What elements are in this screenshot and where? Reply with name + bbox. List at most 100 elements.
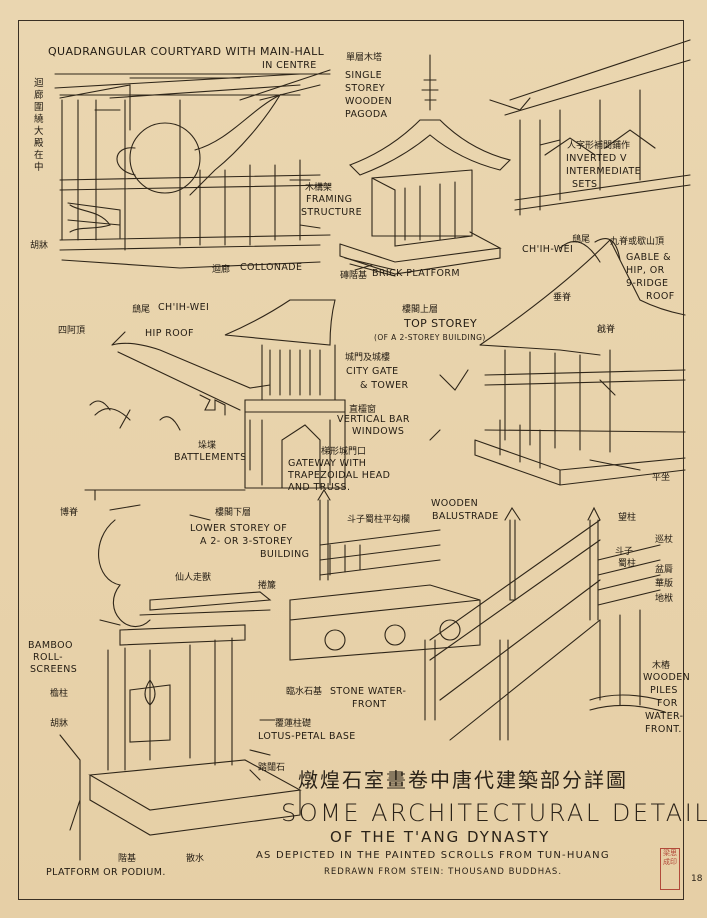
label-dougong-cjk: 斗子蜀柱平勾欄 bbox=[347, 515, 411, 525]
label-piles-4: WATER- bbox=[645, 711, 684, 722]
top-storey-drawing bbox=[429, 238, 686, 486]
title-credit: REDRAWN FROM STEIN: THOUSAND BUDDHAS. bbox=[324, 867, 563, 877]
stair-drawing bbox=[424, 506, 666, 741]
label-invv-1: INVERTED V bbox=[566, 153, 627, 164]
label-citygate-cjk: 城門及城樓 bbox=[345, 353, 391, 363]
label-hufu-cjk: 胡牀 bbox=[30, 241, 49, 251]
label-citygate-1: CITY GATE bbox=[346, 366, 399, 377]
label-collonade-cjk: 迴廊 bbox=[212, 265, 231, 275]
label-gateway-1: GATEWAY WITH bbox=[288, 458, 367, 469]
label-bamboo-3: SCREENS bbox=[30, 664, 78, 675]
label-chuiji2-cjk: 博脊 bbox=[60, 508, 79, 518]
label-battle: BATTLEMENTS bbox=[174, 452, 247, 463]
label-platform: PLATFORM OR PODIUM. bbox=[46, 867, 166, 878]
label-bamboo-2: ROLL- bbox=[33, 652, 63, 663]
label-gable-cjk: 九脊或歇山頂 bbox=[610, 237, 665, 247]
label-douzi-cjk: 斗子 bbox=[615, 547, 634, 557]
pagoda-drawing bbox=[339, 54, 512, 277]
label-piles-5: FRONT. bbox=[645, 724, 682, 735]
title-chinese: 燉煌石室畫卷中唐代建築部分詳圖 bbox=[298, 768, 628, 792]
label-hiproof: HIP ROOF bbox=[145, 328, 194, 339]
label-invv-2: INTERMEDIATE bbox=[566, 166, 641, 177]
label-gateway-3: AND TRUSS. bbox=[288, 482, 351, 493]
label-invv-3: SETS bbox=[572, 179, 598, 190]
label-brick: BRICK PLATFORM bbox=[372, 268, 460, 279]
label-invv-cjk: 人字形補間鋪作 bbox=[567, 141, 631, 151]
hip-roof-drawing bbox=[89, 331, 271, 431]
label-courtyard-2: IN CENTRE bbox=[262, 60, 317, 71]
label-collonade: COLLONADE bbox=[240, 262, 303, 273]
label-courtyard-cjk: 迴廊圍繞大殿在中 bbox=[34, 78, 44, 173]
label-xianren-cjk: 仙人走獸 bbox=[175, 573, 212, 583]
label-topstorey-cjk: 樓閣上層 bbox=[402, 305, 439, 315]
lower-storey-drawing bbox=[59, 489, 302, 861]
title-main: SOME ARCHITECTURAL DETAILS bbox=[281, 799, 707, 827]
label-lower-cjk: 樓閣下層 bbox=[215, 508, 252, 518]
page-number: 18 bbox=[691, 874, 703, 884]
label-brick-cjk: 磚階基 bbox=[340, 271, 368, 281]
balustrade-drawing bbox=[289, 488, 481, 661]
label-chuiji-cjk: 垂脊 bbox=[553, 293, 572, 303]
label-stone-2: FRONT bbox=[352, 699, 387, 710]
label-platform-cjk: 階基 bbox=[118, 854, 137, 864]
label-qiangji-cjk: 戧脊 bbox=[597, 325, 616, 335]
label-xunzhang-cjk: 巡杖 bbox=[655, 535, 674, 545]
label-hufu2-cjk: 胡牀 bbox=[50, 719, 69, 729]
red-seal: 梁思成印 bbox=[660, 848, 680, 890]
label-framing: FRAMING bbox=[306, 194, 353, 205]
border-frame bbox=[18, 20, 684, 900]
label-framing-cjk: 木構架 bbox=[305, 183, 333, 193]
label-gable-1: GABLE & bbox=[626, 252, 671, 263]
label-bamboo-1: BAMBOO bbox=[28, 640, 73, 651]
label-chiwei-l-cjk: 鴟尾 bbox=[132, 305, 151, 315]
label-wangzhu-cjk: 望柱 bbox=[618, 513, 637, 523]
label-pagoda-cjk: 單層木塔 bbox=[346, 53, 383, 63]
label-penchun-cjk: 盆脣 bbox=[655, 565, 674, 575]
label-muzhuang-cjk: 木樁 bbox=[652, 661, 671, 671]
label-stone-1: STONE WATER- bbox=[330, 686, 407, 697]
label-juanlian-cjk: 捲簾 bbox=[258, 581, 277, 591]
label-huaban-cjk: 華版 bbox=[655, 579, 674, 589]
label-gable-3: 9-RIDGE bbox=[626, 278, 669, 289]
label-topstorey-2: (OF A 2-STOREY BUILDING) bbox=[374, 333, 486, 342]
label-pagoda-2: STOREY bbox=[345, 83, 386, 94]
label-pingzuo-cjk: 平坐 bbox=[652, 473, 671, 483]
inverted-v-drawing bbox=[489, 39, 691, 216]
label-piles-2: PILES bbox=[650, 685, 678, 696]
title-source: AS DEPICTED IN THE PAINTED SCROLLS FROM … bbox=[256, 850, 610, 861]
label-chiwei-r-cjk: 鴟尾 bbox=[572, 235, 591, 245]
label-topstorey: TOP STOREY bbox=[404, 317, 478, 330]
label-framing-2: STRUCTURE bbox=[301, 207, 362, 218]
label-gable-2: HIP, OR bbox=[626, 265, 665, 276]
label-courtyard: QUADRANGULAR COURTYARD WITH MAIN-HALL bbox=[48, 45, 325, 58]
label-lower-2: A 2- OR 3-STOREY bbox=[200, 536, 293, 547]
label-pagoda-1: SINGLE bbox=[345, 70, 382, 81]
label-gable-4: ROOF bbox=[646, 291, 675, 302]
label-battle-cjk: 垛堞 bbox=[198, 441, 217, 451]
label-gateway-2: TRAPEZOIDAL HEAD bbox=[288, 470, 391, 481]
label-chiwei-r: CH'IH-WEI bbox=[522, 244, 574, 255]
label-lower-1: LOWER STOREY OF bbox=[190, 523, 288, 534]
label-vbar-2: WINDOWS bbox=[352, 426, 405, 437]
label-piles-1: WOODEN bbox=[643, 672, 691, 683]
title-sub: OF THE T'ANG DYNASTY bbox=[330, 828, 551, 846]
label-balustrade-2: BALUSTRADE bbox=[432, 511, 499, 522]
label-zhuzhu-cjk: 檐柱 bbox=[50, 689, 69, 699]
label-stone-cjk: 臨水石基 bbox=[286, 687, 323, 697]
label-balustrade-1: WOODEN bbox=[431, 498, 479, 509]
label-pagoda-4: PAGODA bbox=[345, 109, 388, 120]
label-difu-cjk: 地栿 bbox=[655, 594, 674, 604]
label-chiwei-l: CH'IH-WEI bbox=[158, 302, 210, 313]
label-citygate-2: & TOWER bbox=[360, 380, 409, 391]
label-lotus-cjk: 覆蓮柱礎 bbox=[275, 719, 312, 729]
city-gate-drawing bbox=[224, 299, 346, 489]
label-hiproof-cjk: 四阿頂 bbox=[58, 326, 86, 336]
label-pagoda-3: WOODEN bbox=[345, 96, 393, 107]
label-vbar-cjk: 直欞窗 bbox=[349, 405, 377, 415]
label-shuzhu-cjk: 蜀柱 bbox=[618, 559, 637, 569]
label-tagi-cjk: 踏闥石 bbox=[258, 763, 286, 773]
label-vbar-1: VERTICAL BAR bbox=[337, 414, 410, 425]
leader-lines bbox=[99, 139, 641, 781]
